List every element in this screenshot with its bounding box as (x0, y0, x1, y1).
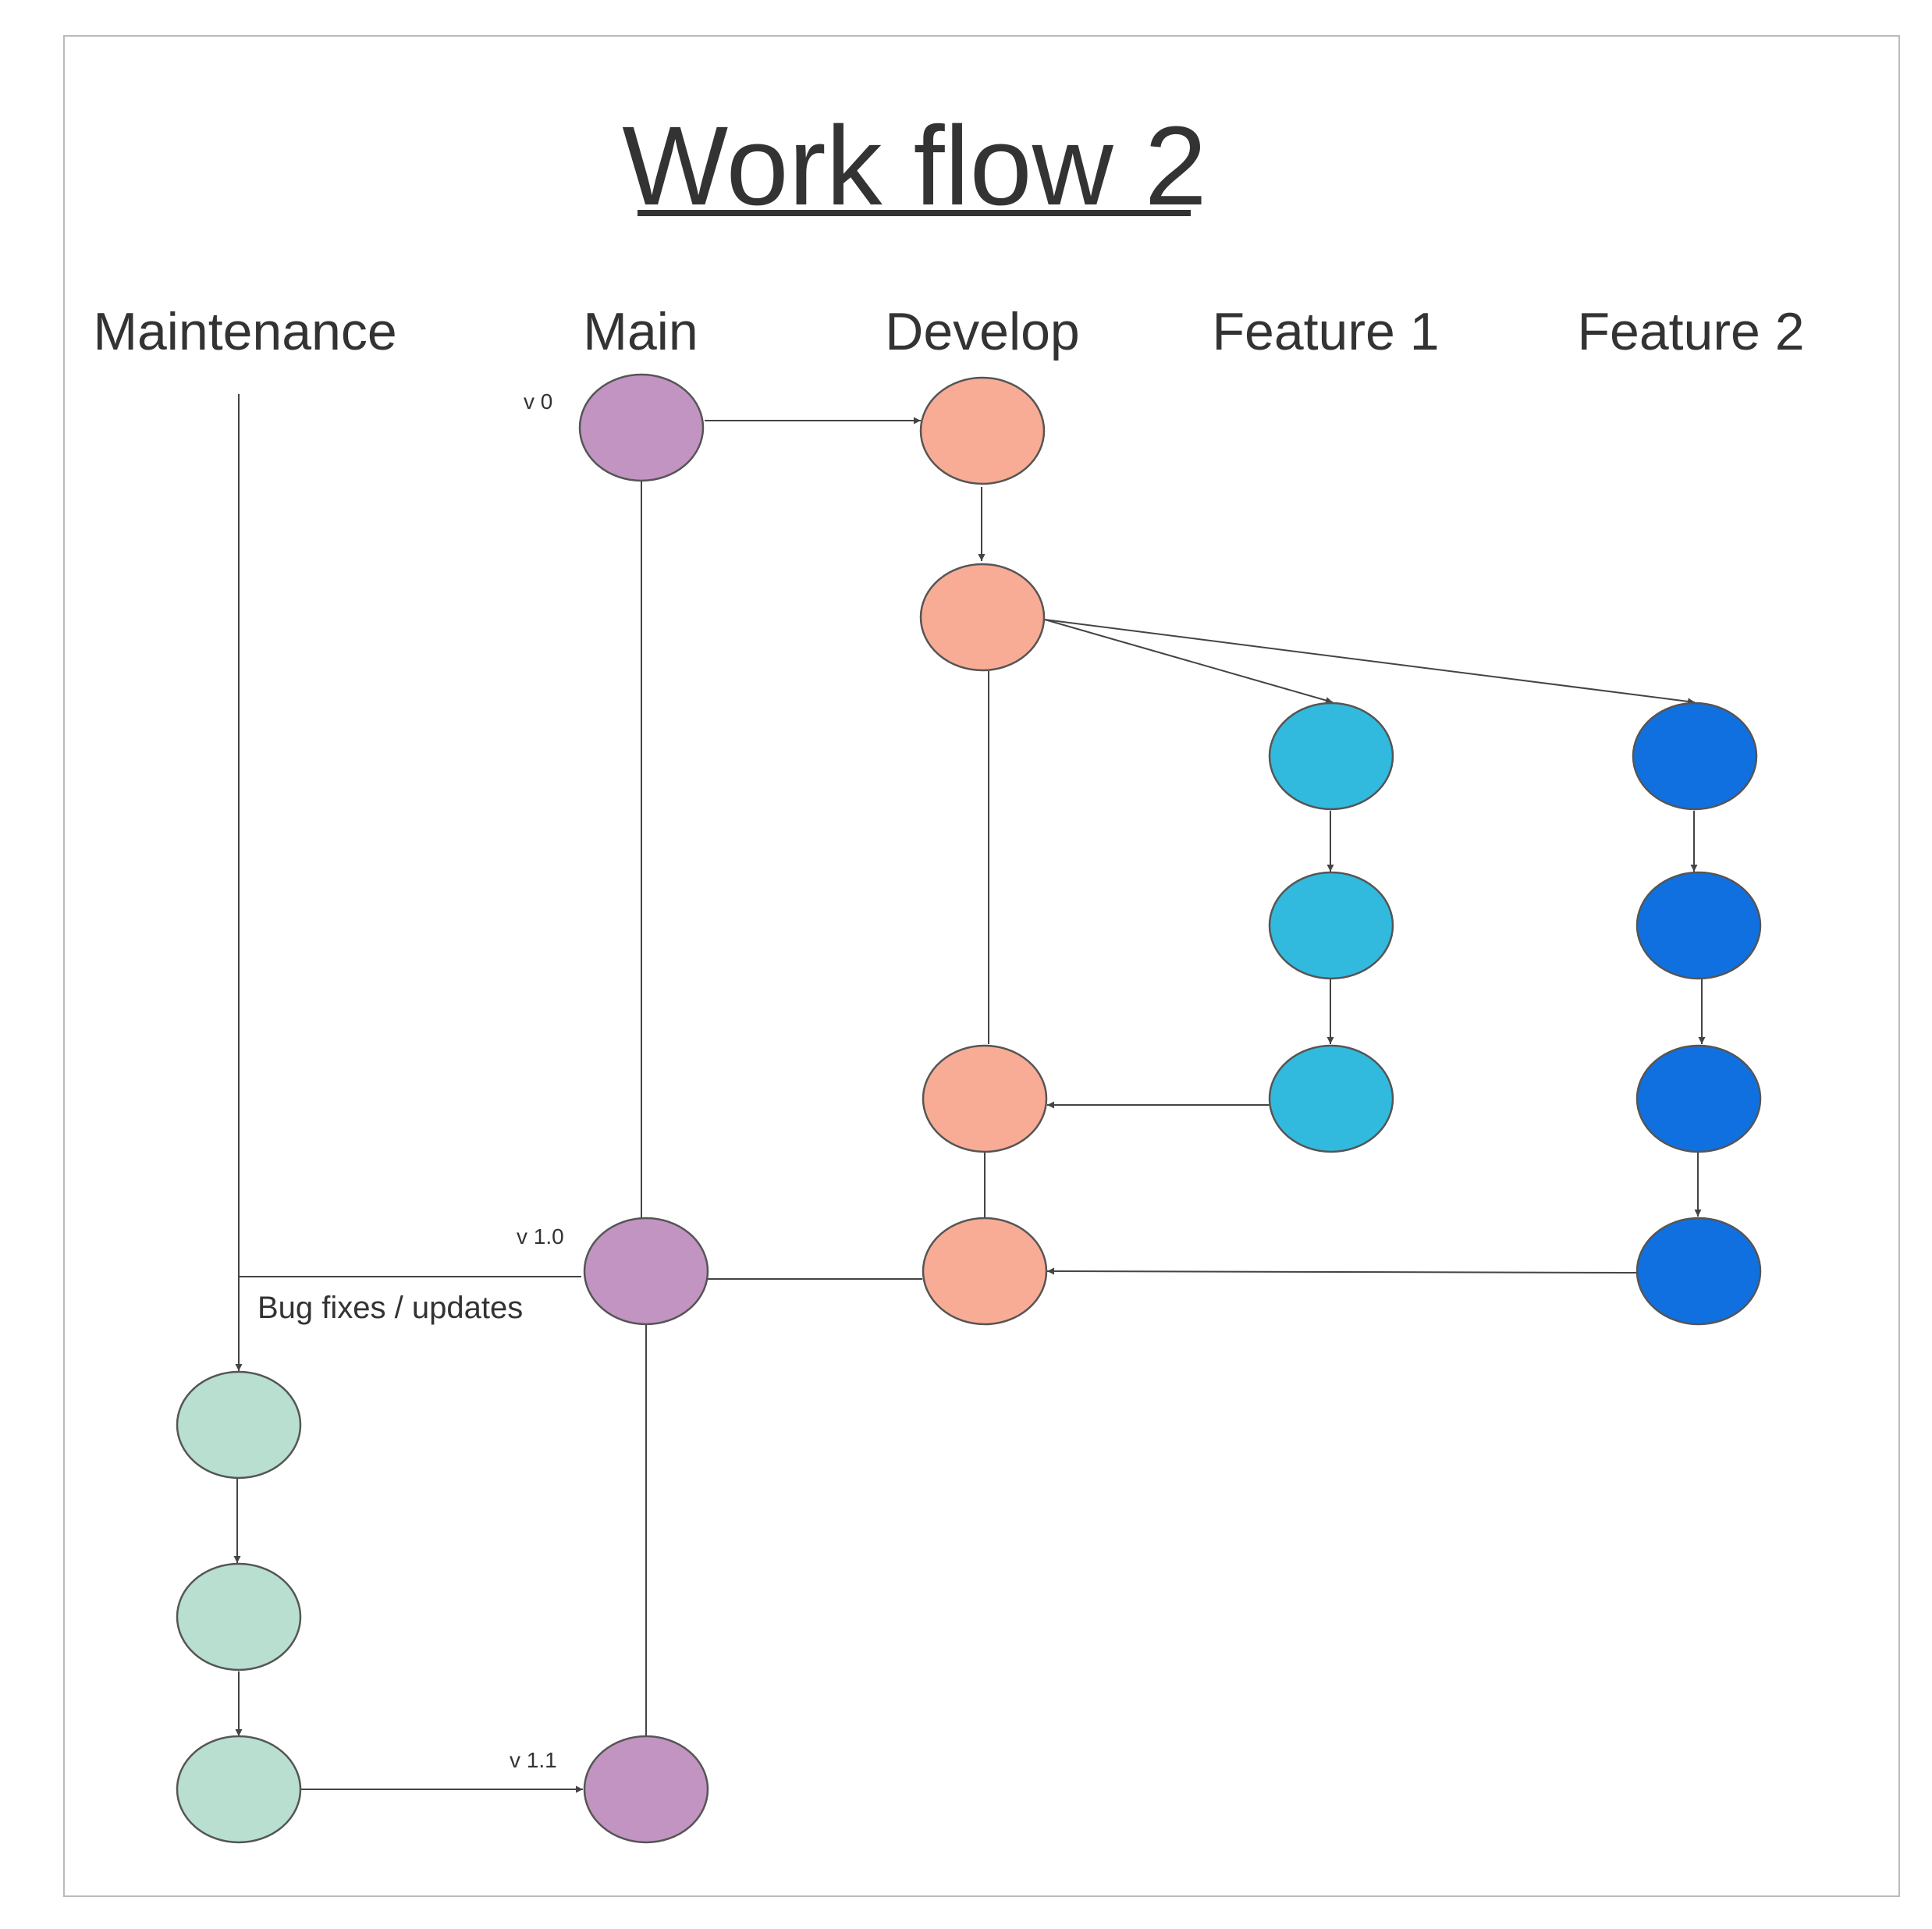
diagram-frame (63, 35, 1900, 1897)
version-label-v0: v 0 (524, 389, 552, 414)
version-label-v1-1: v 1.1 (510, 1748, 557, 1772)
develop-commit-2 (919, 563, 1046, 672)
main-commit-v0 (578, 373, 705, 482)
edge-develop-to-feature-1 (1044, 619, 1334, 704)
maintenance-commit-3 (176, 1735, 302, 1844)
version-label-v1-0: v 1.0 (517, 1224, 564, 1249)
maintenance-commit-2 (176, 1562, 302, 1671)
maintenance-commit-1 (176, 1370, 302, 1480)
feature-1-commit-2 (1268, 871, 1394, 980)
diagram-title: Work flow 2 (622, 103, 1207, 229)
main-commit-v1-1 (583, 1735, 709, 1844)
lane-label-feature-2: Feature 2 (1577, 302, 1804, 361)
feature-1-commit-3 (1268, 1044, 1394, 1153)
main-commit-v1-0 (583, 1217, 709, 1326)
edge-feature-2-merge-to-develop (1046, 1267, 1639, 1275)
feature-1-commit-1 (1268, 702, 1394, 811)
develop-commit-1 (919, 376, 1046, 485)
feature-2-commit-1 (1632, 702, 1758, 811)
feature-2-commit-3 (1635, 1044, 1762, 1153)
edge-develop-to-feature-2 (1044, 619, 1696, 705)
develop-commit-3 (922, 1044, 1048, 1153)
edges (233, 394, 1706, 1793)
feature-2-commit-2 (1635, 871, 1762, 980)
lane-label-develop: Develop (885, 302, 1080, 361)
lane-label-maintenance: Maintenance (93, 302, 396, 361)
bug-fixes-label: Bug fixes / updates (257, 1291, 523, 1325)
feature-2-commit-4 (1635, 1217, 1762, 1326)
develop-commit-4 (922, 1217, 1048, 1326)
lane-label-main: Main (583, 302, 698, 361)
lane-label-feature-1: Feature 1 (1212, 302, 1439, 361)
